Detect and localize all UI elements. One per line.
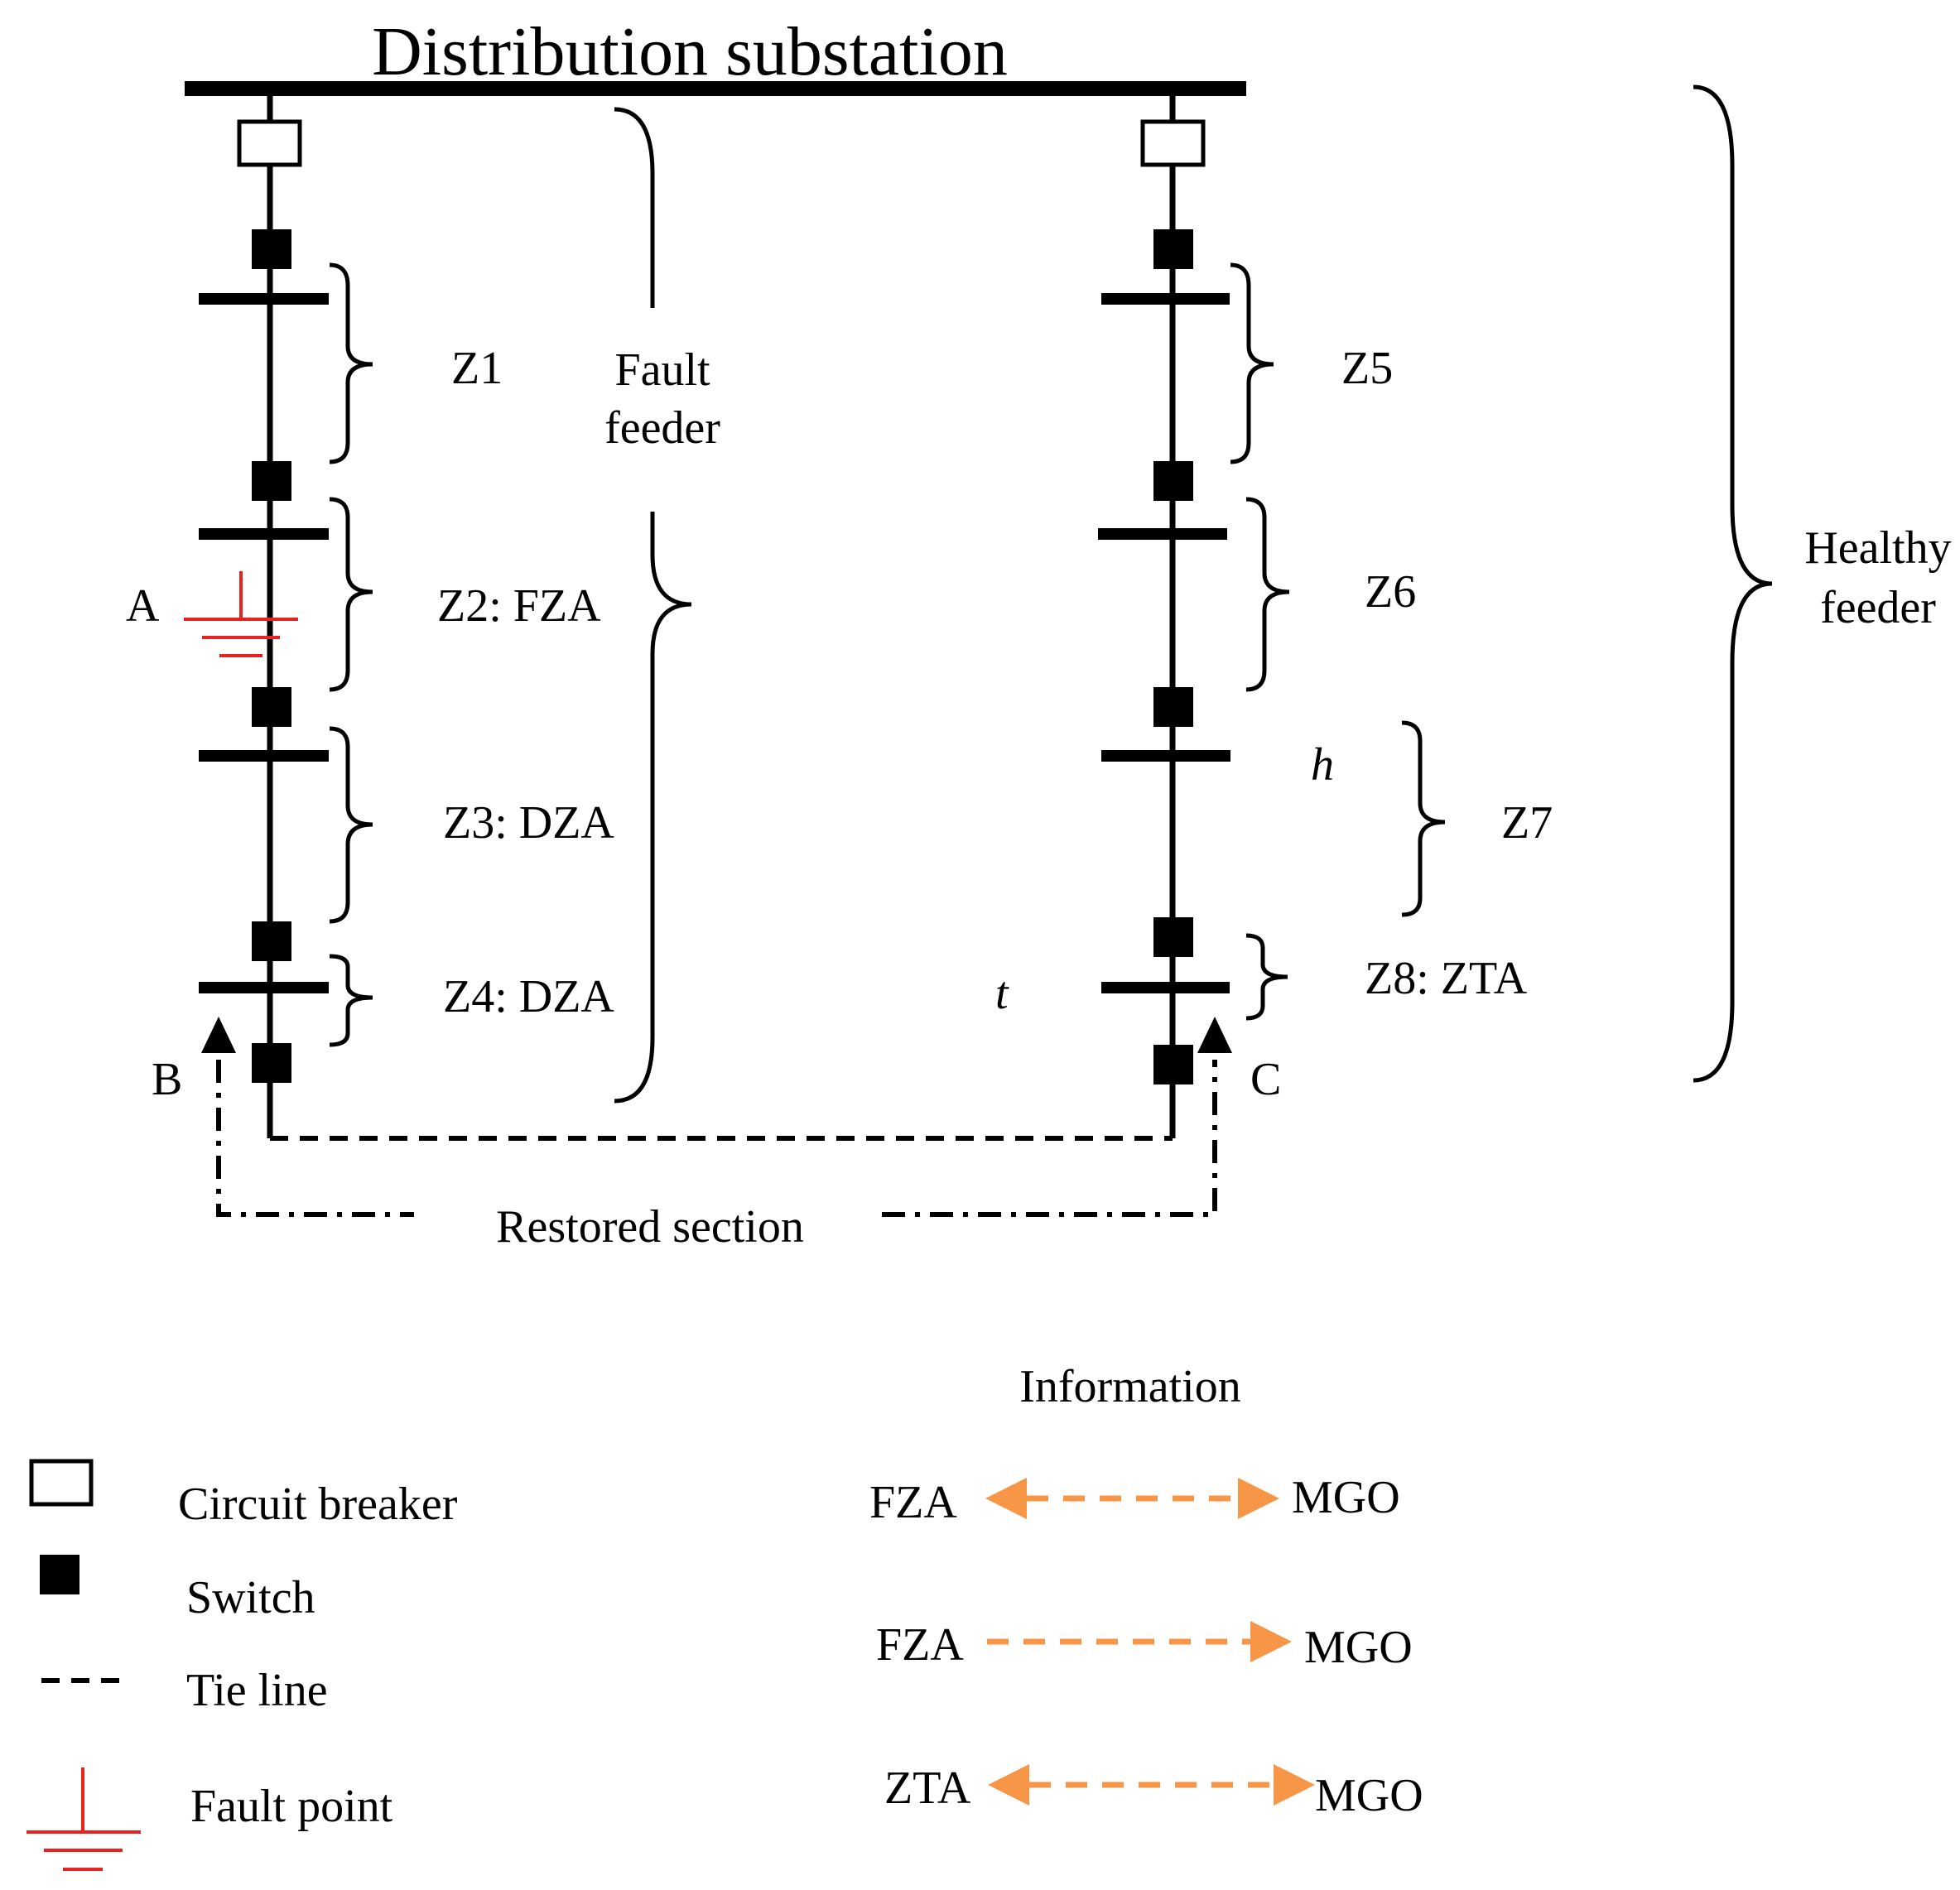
arrow-left-icon: [988, 1764, 1029, 1806]
zone-label-z4: Z4: DZA: [443, 971, 614, 1022]
legend-switch-icon: [40, 1555, 79, 1594]
switch: [1153, 917, 1193, 957]
switch: [252, 921, 291, 961]
arrow-left-icon: [985, 1478, 1027, 1519]
switch: [252, 687, 291, 727]
legend-fault-point-icon: [26, 1767, 141, 1871]
info-row-3-from: ZTA: [884, 1763, 971, 1814]
zone-label-z8: Z8: ZTA: [1365, 953, 1528, 1004]
zone-label-z3: Z3: DZA: [443, 797, 614, 849]
switch: [1153, 461, 1193, 501]
legend-tie-line-label: Tie line: [186, 1665, 328, 1716]
zone-label-z5: Z5: [1341, 343, 1393, 394]
switch: [252, 1043, 291, 1083]
zone-braces-left: [329, 262, 373, 1047]
arrow-right-icon: [1250, 1621, 1292, 1662]
diagram-title: Distribution substation: [372, 13, 1008, 90]
switch: [252, 461, 291, 501]
info-row-1-from: FZA: [869, 1477, 957, 1528]
point-label-h: h: [1311, 739, 1334, 791]
arrow-up-icon: [1197, 1017, 1232, 1053]
zone-label-z7: Z7: [1501, 797, 1553, 849]
switch: [1153, 1045, 1193, 1084]
arrow-right-icon: [1238, 1478, 1279, 1519]
information-title: Information: [1019, 1361, 1240, 1412]
fault-feeder-brace: [614, 107, 692, 1104]
point-label-b: B: [152, 1054, 182, 1105]
arrow-up-icon: [201, 1017, 236, 1053]
circuit-breaker-left: [237, 119, 302, 167]
info-row-1-to: MGO: [1292, 1472, 1400, 1523]
fault-point-a-icon: [184, 571, 298, 657]
info-row-3-to: MGO: [1315, 1770, 1423, 1821]
restored-section-bracket: [216, 1060, 1217, 1217]
legend-circuit-breaker-label: Circuit breaker: [178, 1479, 458, 1530]
info-row-2-to: MGO: [1304, 1622, 1413, 1673]
switch: [1153, 687, 1193, 727]
fault-feeder-label-line2: feeder: [604, 402, 720, 454]
fault-feeder-label-line1: Fault: [614, 344, 710, 396]
healthy-feeder-label-line1: Healthy: [1804, 522, 1951, 574]
point-label-a: A: [126, 580, 160, 632]
zone-label-z2: Z2: FZA: [437, 580, 601, 632]
healthy-feeder-brace: [1693, 84, 1773, 1083]
zone-label-z1: Z1: [451, 343, 503, 394]
zone-braces-right: [1230, 262, 1446, 1021]
switch: [1153, 229, 1193, 269]
arrow-right-icon: [1274, 1764, 1315, 1806]
healthy-feeder-label-line2: feeder: [1820, 582, 1936, 633]
legend-switch-label: Switch: [186, 1572, 315, 1623]
legend-circuit-breaker-icon: [29, 1459, 94, 1507]
info-row-2-from: FZA: [876, 1619, 964, 1671]
legend-fault-point-label: Fault point: [190, 1781, 393, 1832]
circuit-breaker-right: [1140, 119, 1206, 167]
restored-section-label: Restored section: [496, 1201, 804, 1253]
switch: [252, 229, 291, 269]
point-label-t: t: [995, 968, 1009, 1019]
point-label-c: C: [1250, 1054, 1281, 1105]
zone-label-z6: Z6: [1365, 566, 1416, 618]
